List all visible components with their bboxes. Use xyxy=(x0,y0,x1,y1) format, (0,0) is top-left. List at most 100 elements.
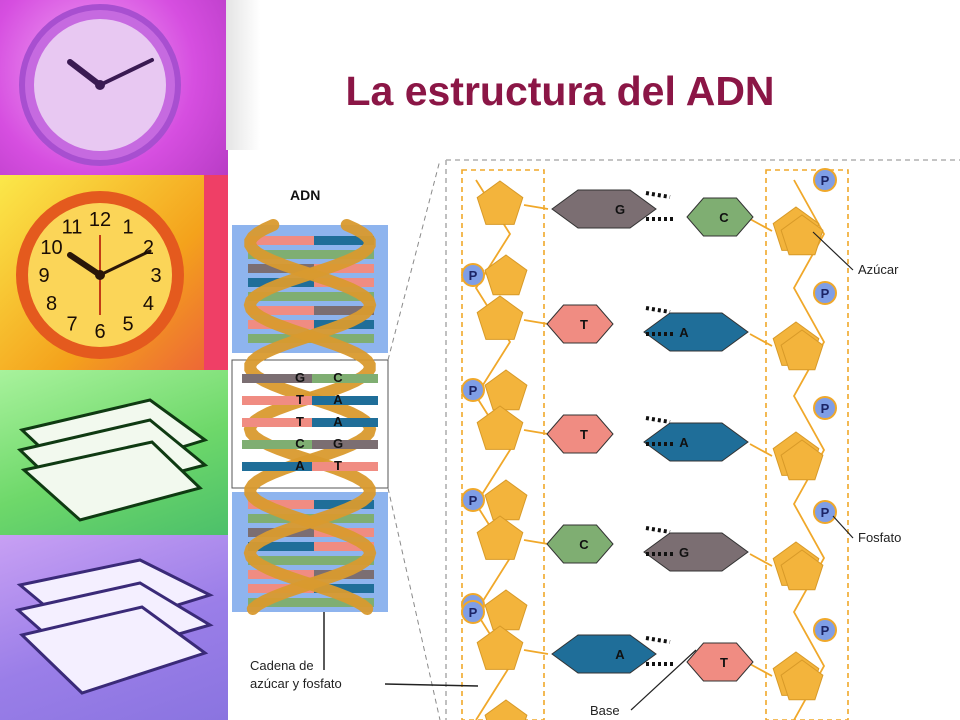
clock-number: 5 xyxy=(122,313,133,335)
zoom-base-letter: A xyxy=(333,414,343,429)
sugar-label: Azúcar xyxy=(858,262,899,277)
helix-backbone-ribbon xyxy=(244,219,377,615)
sugar-pentagon xyxy=(484,369,528,411)
sugar-pentagon xyxy=(780,329,824,371)
clock-number: 12 xyxy=(89,209,111,231)
phosphate-letter: P xyxy=(821,286,830,301)
sugar-base-bond xyxy=(749,663,773,677)
base-A xyxy=(643,422,749,462)
helix-rung xyxy=(248,556,314,565)
helix-rung xyxy=(248,292,314,301)
sugar-pentagon xyxy=(780,549,824,591)
zoom-base-letter: T xyxy=(296,392,304,407)
zoom-base-letter: G xyxy=(295,370,305,385)
zoom-base-letter: G xyxy=(333,436,343,451)
helix-rung xyxy=(314,556,374,565)
sugar-pentagon xyxy=(484,589,528,631)
purple-clock-image xyxy=(0,0,228,175)
phosphate-letter: P xyxy=(821,173,830,188)
helix-rung xyxy=(248,306,314,315)
zoom-rung-right xyxy=(312,374,378,383)
helix-rung xyxy=(314,598,374,607)
zoom-rung-right xyxy=(312,462,378,471)
clock-number: 1 xyxy=(122,217,133,239)
sugar-pentagon xyxy=(476,295,524,340)
zoom-base-letter: C xyxy=(295,436,305,451)
backbone-line xyxy=(792,179,826,720)
phosphate-letter: P xyxy=(821,505,830,520)
title-fade xyxy=(226,0,260,150)
helix-rung xyxy=(314,292,374,301)
phosphate-letter: P xyxy=(469,383,478,398)
base-G xyxy=(643,532,749,572)
hydrogen-bond xyxy=(645,526,671,534)
sugar-base-bond xyxy=(749,443,773,457)
base-letter: T xyxy=(580,317,588,332)
zoom-base-letter: A xyxy=(333,392,343,407)
phosphate-letter: P xyxy=(469,493,478,508)
base-label: Base xyxy=(590,703,620,718)
clock-number: 6 xyxy=(94,321,105,343)
sugar-base-bond xyxy=(749,553,773,567)
sugar-pentagon xyxy=(476,515,524,560)
clock-icon xyxy=(19,4,181,166)
base-letter: C xyxy=(719,210,729,225)
clock-number: 11 xyxy=(62,217,83,239)
zoom-rung-left xyxy=(242,374,312,383)
base-C xyxy=(686,197,754,237)
sugar-pentagon xyxy=(476,625,524,670)
phosphate-group xyxy=(461,263,485,287)
zoom-base-letter: T xyxy=(296,414,304,429)
zoomed-strand: GCTATACGATPPPPPPPPPP xyxy=(461,168,837,720)
base-letter: G xyxy=(615,202,625,217)
zoom-rung-left xyxy=(242,418,312,427)
base-letter: G xyxy=(679,545,689,560)
helix-rung xyxy=(248,500,314,509)
helix-rung xyxy=(248,598,314,607)
phosphate-letter: P xyxy=(469,268,478,283)
sugar-pentagon xyxy=(476,405,524,450)
zoom-rung-left xyxy=(242,396,312,405)
helix-rung xyxy=(248,236,314,245)
helix-rung xyxy=(314,236,374,245)
base-letter: T xyxy=(580,427,588,442)
green-books-image xyxy=(0,370,228,535)
zoom-base-letter: C xyxy=(333,370,343,385)
helix-rung xyxy=(248,334,314,343)
helix-rung xyxy=(314,264,374,273)
zoom-rung-right xyxy=(312,440,378,449)
base-letter: T xyxy=(720,655,728,670)
helix-rung xyxy=(314,514,374,523)
helix-rung xyxy=(314,306,374,315)
zoom-base-letter: A xyxy=(295,458,305,473)
helix-rung xyxy=(314,584,374,593)
sugar-pentagon xyxy=(484,479,528,521)
books-icon xyxy=(16,398,209,522)
hydrogen-bond xyxy=(645,306,671,314)
base-T xyxy=(686,642,754,682)
sugar-pentagon xyxy=(484,254,528,296)
sugar-base-bond xyxy=(523,539,549,545)
sugar-pentagon xyxy=(476,180,524,225)
base-T xyxy=(546,414,614,454)
phosphate-letter: P xyxy=(821,401,830,416)
clock-number: 9 xyxy=(38,265,49,287)
helix-backbone-ribbon xyxy=(243,219,376,615)
sugar-base-bond xyxy=(523,649,549,655)
clock-number: 7 xyxy=(66,313,77,335)
clock-number: 2 xyxy=(143,237,154,259)
helix-rung xyxy=(248,542,314,551)
backbone-label-line2: azúcar y fosfato xyxy=(250,676,342,691)
base-letter: A xyxy=(679,435,689,450)
phosphate-group xyxy=(461,600,485,624)
helix-rung xyxy=(314,334,374,343)
clock-number: 10 xyxy=(40,237,62,259)
backbone-label-line1: Cadena de xyxy=(250,658,314,673)
dna-heading: ADN xyxy=(290,187,320,203)
backbone-boxes xyxy=(445,159,960,720)
phosphate-label: Fosfato xyxy=(858,530,901,545)
sugar-base-bond xyxy=(523,429,549,435)
